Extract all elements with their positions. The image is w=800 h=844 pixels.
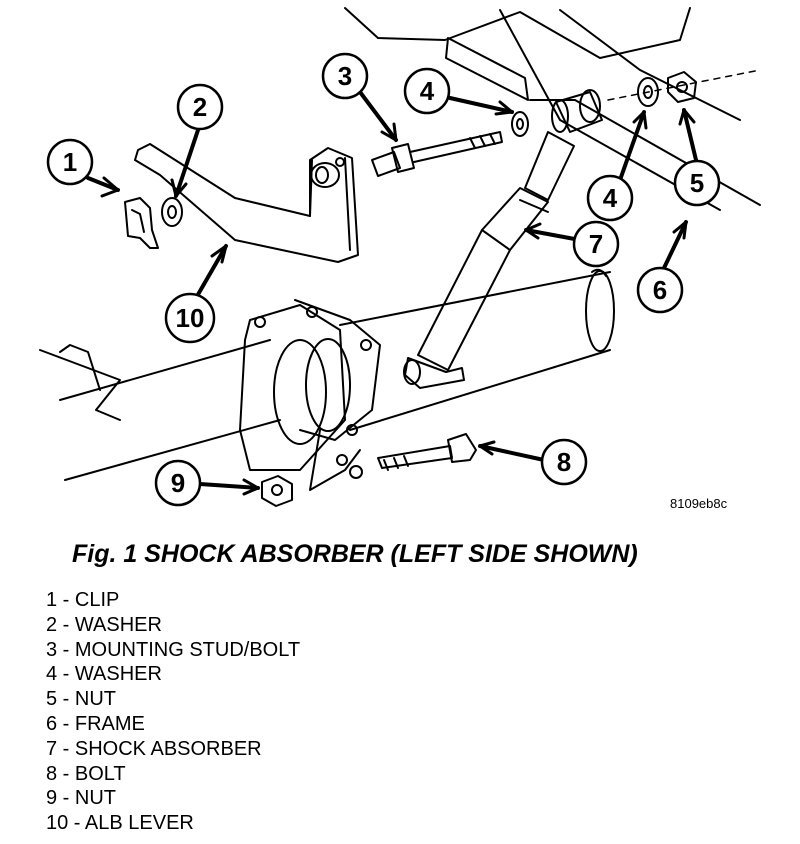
svg-text:7: 7 <box>589 229 603 259</box>
callout-2: 2 <box>176 83 224 131</box>
callout-3: 3 <box>321 52 369 100</box>
svg-text:9: 9 <box>171 468 185 498</box>
axle-tube <box>39 268 615 481</box>
bolt-part-8 <box>377 433 477 471</box>
legend-item: 1 - CLIP <box>46 589 120 611</box>
callout-6: 6 <box>636 266 684 314</box>
callout-9: 9 <box>154 459 202 507</box>
axle-flange <box>239 299 381 491</box>
legend-item: 4 - WASHER <box>46 663 162 686</box>
callout-7: 7 <box>572 220 620 268</box>
callout-1: 1 <box>46 138 94 186</box>
shock-upper-bushing <box>551 89 603 133</box>
svg-text:3: 3 <box>338 61 352 91</box>
legend-item: 3 - MOUNTING STUD/BOLT <box>46 638 301 661</box>
svg-text:10: 10 <box>176 303 205 333</box>
nut-part-5 <box>667 71 697 103</box>
legend-item: 5 - NUT <box>46 688 116 711</box>
svg-text:6: 6 <box>653 275 667 305</box>
legend-item: 10 - ALB LEVER <box>46 812 194 835</box>
callout-5: 5 <box>673 159 721 207</box>
legend-item: 2 - WASHER <box>46 613 162 636</box>
svg-text:5: 5 <box>690 168 704 198</box>
washer-part-4-left <box>511 111 529 137</box>
alb-lever-bracket <box>134 143 359 263</box>
svg-text:1: 1 <box>63 147 77 177</box>
shock-absorber-part <box>403 131 575 389</box>
nut-part-9 <box>261 475 293 507</box>
legend-item: 8 - BOLT <box>46 762 126 785</box>
legend-item: 7 - SHOCK ABSORBER <box>46 737 262 760</box>
callout-4-right: 4 <box>586 174 634 222</box>
clip-part <box>124 197 159 249</box>
shock-absorber-diagram: 1 2 3 4 4 5 6 7 8 9 10 8109eb8c <box>39 7 761 511</box>
figure-caption: Fig. 1 SHOCK ABSORBER (LEFT SIDE SHOWN) <box>72 540 638 568</box>
parts-legend: 1 - CLIP 2 - WASHER 3 - MOUNTING STUD/BO… <box>46 588 300 836</box>
washer-part-4-right <box>637 77 659 107</box>
leader-arrows <box>86 90 698 496</box>
figure-code: 8109eb8c <box>670 496 728 511</box>
svg-text:8: 8 <box>557 447 571 477</box>
svg-text:4: 4 <box>603 183 618 213</box>
svg-text:2: 2 <box>193 92 207 122</box>
mounting-stud-part <box>371 131 503 177</box>
svg-text:4: 4 <box>420 76 435 106</box>
legend-item: 6 - FRAME <box>46 712 145 735</box>
callout-4-left: 4 <box>403 67 451 115</box>
callout-10: 10 <box>164 292 216 344</box>
legend-item: 9 - NUT <box>46 787 116 810</box>
stud-centerline <box>607 69 761 101</box>
washer-part-2 <box>161 197 183 227</box>
callout-8: 8 <box>540 438 588 486</box>
